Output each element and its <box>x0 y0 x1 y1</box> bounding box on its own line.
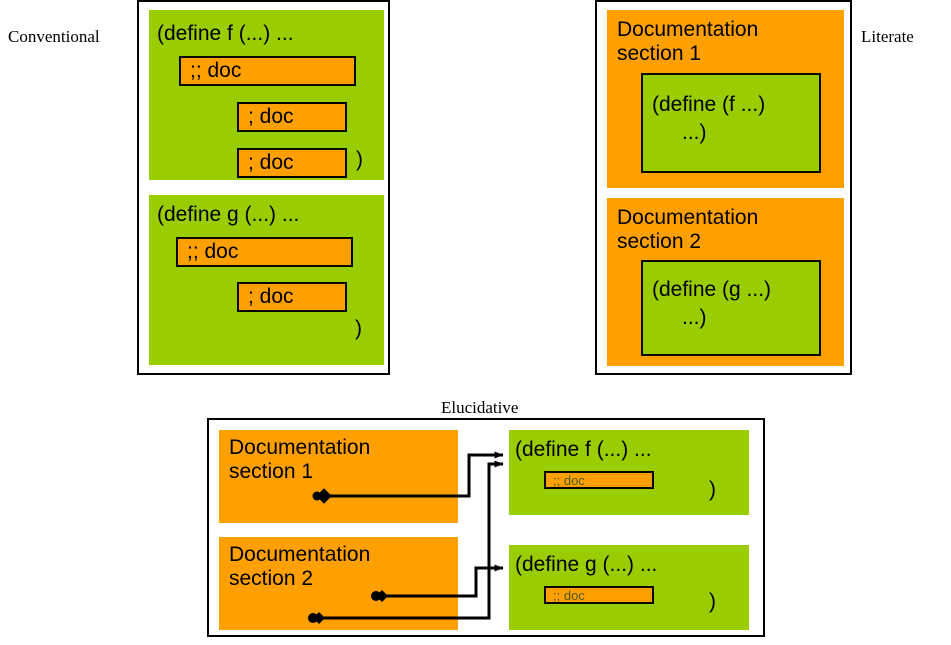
elucidative-code-header-g: (define g (...) ... <box>515 553 658 576</box>
elucidative-doc-chip-g: ;; doc <box>544 586 654 604</box>
elucidative-code-closer-f: ) <box>709 478 716 501</box>
elucidative-doc-chip-f: ;; doc <box>544 471 654 489</box>
literate-label: Literate <box>861 27 914 46</box>
doc-chip-f-3: ; doc <box>237 148 347 178</box>
literate-doc-title-1: Documentation section 1 <box>617 18 759 65</box>
elucidative-doc-section-2: Documentation section 2 <box>219 537 458 630</box>
literate-code-f-line-1: (define (f ...) <box>652 93 766 116</box>
elucidative-doc-section-1: Documentation section 1 <box>219 430 458 523</box>
literate-code-f-line-2: ...) <box>682 121 707 144</box>
doc-chip-f-2: ; doc <box>237 102 347 132</box>
elucidative-frame: Documentation section 1 Documentation se… <box>207 418 765 637</box>
doc-chip-f-1: ;; doc <box>179 56 356 86</box>
elucidative-code-block-g: (define g (...) ... ;; doc ) <box>509 545 749 630</box>
literate-code-block-f: (define (f ...) ...) <box>641 73 821 173</box>
doc-chip-g-2: ; doc <box>237 282 347 312</box>
literate-frame: Documentation section 1 (define (f ...) … <box>595 0 852 375</box>
code-header-f: (define f (...) ... <box>157 22 294 45</box>
conventional-code-block-f: (define f (...) ... ;; doc ; doc ; doc ) <box>149 10 384 180</box>
elucidative-code-block-f: (define f (...) ... ;; doc ) <box>509 430 749 515</box>
literate-code-g-line-1: (define (g ...) <box>652 278 772 301</box>
literate-doc-title-2: Documentation section 2 <box>617 206 759 253</box>
conventional-label: Conventional <box>8 27 100 46</box>
conventional-code-block-g: (define g (...) ... ;; doc ; doc ) <box>149 195 384 365</box>
doc-chip-g-1: ;; doc <box>176 237 353 267</box>
code-header-g: (define g (...) ... <box>157 203 300 226</box>
elucidative-doc-title-2: Documentation section 2 <box>229 543 371 590</box>
code-closer-g: ) <box>355 317 362 340</box>
code-closer-f: ) <box>356 148 363 171</box>
elucidative-code-header-f: (define f (...) ... <box>515 438 652 461</box>
literate-code-g-line-2: ...) <box>682 306 707 329</box>
literate-doc-section-1: Documentation section 1 (define (f ...) … <box>607 10 844 188</box>
elucidative-code-closer-g: ) <box>709 590 716 613</box>
elucidative-doc-title-1: Documentation section 1 <box>229 436 371 483</box>
elucidative-label: Elucidative <box>441 398 519 417</box>
literate-code-block-g: (define (g ...) ...) <box>641 260 821 356</box>
literate-doc-section-2: Documentation section 2 (define (g ...) … <box>607 198 844 366</box>
conventional-frame: (define f (...) ... ;; doc ; doc ; doc )… <box>137 0 390 375</box>
